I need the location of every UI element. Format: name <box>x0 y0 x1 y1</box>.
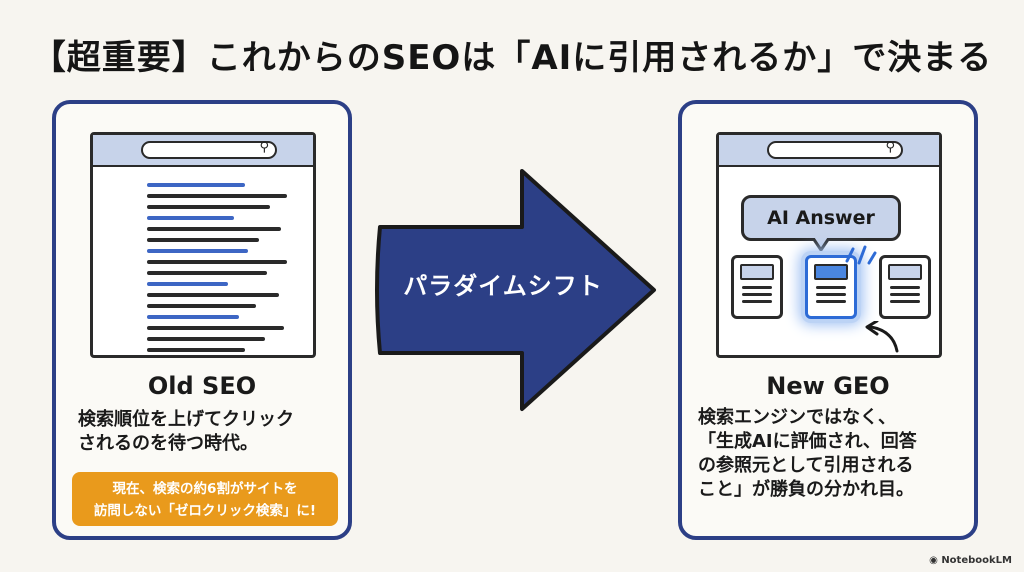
old-seo-description: 検索順位を上げてクリック されるのを待つ時代。 <box>78 409 294 454</box>
notebooklm-logo-icon: ◉ <box>929 555 938 566</box>
result-text-line <box>147 304 257 308</box>
result-text-line <box>147 260 287 264</box>
browser-toolbar: ⚲ <box>719 135 939 167</box>
search-results-browser: ⚲ <box>90 132 316 358</box>
search-icon: ⚲ <box>885 140 895 155</box>
source-card-cited <box>805 255 857 319</box>
result-text-line <box>147 205 271 209</box>
search-bar: ⚲ <box>767 140 903 159</box>
search-bar: ⚲ <box>141 140 277 159</box>
result-title-line <box>147 315 240 319</box>
search-result-lines <box>147 183 287 359</box>
result-text-line <box>147 227 282 231</box>
ai-answer-browser: ⚲ AI Answer <box>716 132 942 358</box>
result-title-line <box>147 216 234 220</box>
pointer-arrow-icon <box>865 321 899 353</box>
result-text-line <box>147 194 287 198</box>
zero-click-note: 現在、検索の約6割がサイトを 訪問しない「ゼロクリック検索」に! <box>72 472 338 526</box>
new-geo-heading: New GEO <box>766 372 890 400</box>
source-card-right <box>879 255 931 319</box>
ai-answer-bubble: AI Answer <box>741 195 901 241</box>
watermark-text: NotebookLM <box>941 555 1012 566</box>
result-text-line <box>147 293 279 297</box>
old-seo-card: ⚲ Old SEO 検索順位を上げてクリック されるのを待つ時代。 現在、検索の… <box>52 100 352 540</box>
bubble-tail-icon <box>811 238 831 252</box>
result-text-line <box>147 326 285 330</box>
highlight-spark-icon <box>845 245 877 265</box>
paradigm-shift-arrow <box>375 169 656 411</box>
result-text-line <box>147 238 259 242</box>
new-geo-description: 検索エンジンではなく、 「生成AIに評価され、回答 の参照元として引用される こ… <box>698 407 917 500</box>
result-text-line <box>147 348 245 352</box>
search-icon: ⚲ <box>259 140 269 155</box>
new-geo-card: ⚲ AI Answer New GEO 検索エンジンではなく、 「生成AIに評価… <box>678 100 978 540</box>
old-seo-heading: Old SEO <box>147 372 257 400</box>
result-title-line <box>147 249 248 253</box>
notebooklm-watermark: ◉ NotebookLM <box>929 555 1012 566</box>
page-title: 【超重要】これからのSEOは「AIに引用されるか」で決まる <box>31 38 993 78</box>
source-card-left <box>731 255 783 319</box>
result-text-line <box>147 271 268 275</box>
browser-toolbar: ⚲ <box>93 135 313 167</box>
arrow-label: パラダイムシフト <box>403 272 603 300</box>
result-text-line <box>147 337 265 341</box>
result-title-line <box>147 282 229 286</box>
result-title-line <box>147 183 245 187</box>
